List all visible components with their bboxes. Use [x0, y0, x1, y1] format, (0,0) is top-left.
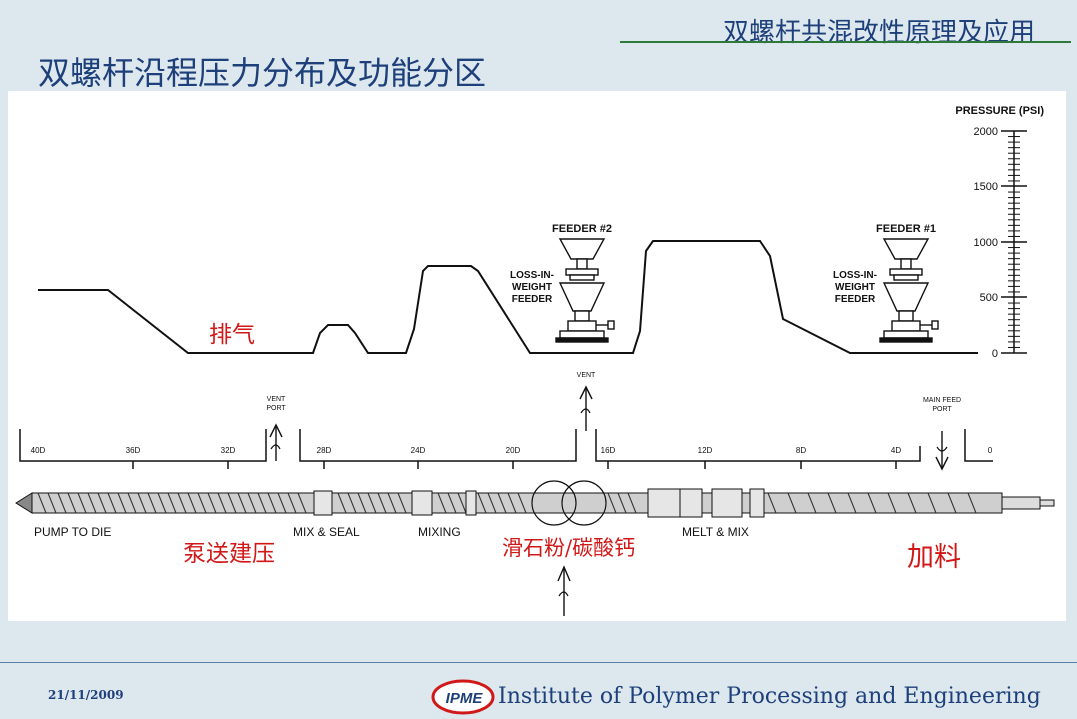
annotation-vent: 排气 [209, 322, 255, 348]
feeder-1: FEEDER #1 LOSS-IN- WEIGHT FEEDER [833, 223, 939, 343]
feeder-2-title: FEEDER #2 [552, 223, 612, 235]
scale-label-20d: 20D [506, 446, 521, 455]
feeder-1-illustration [879, 238, 939, 343]
scale-label-40d: 40D [31, 446, 46, 455]
pressure-tick-label-2000: 2000 [974, 126, 998, 138]
feeder-2: FEEDER #2 LOSS-IN- WEIGHT FEEDER [510, 223, 615, 343]
footer-divider [0, 662, 1077, 663]
pressure-tick-label-0: 0 [992, 348, 998, 360]
zone-melt-mix: MELT & MIX [682, 525, 749, 539]
screw-flights [37, 492, 977, 514]
annotation-pump-pressure: 泵送建压 [181, 534, 277, 568]
header-subtitle: 双螺杆共混改性原理及应用 [722, 18, 1035, 48]
vent-port-1-label-b: PORT [266, 405, 286, 412]
zone-pump-to-die: PUMP TO DIE [34, 525, 111, 539]
footer-date: 21/11/2009 [48, 688, 124, 702]
feeder-2-line2: WEIGHT [512, 282, 552, 293]
pressure-axis-minor-ticks [1008, 136, 1020, 348]
scale-label-4d: 4D [891, 446, 901, 455]
pressure-profile-curve [38, 240, 978, 354]
extruder-diagram: PRESSURE (PSI) 2000 1500 1000 500 0 FEED… [15, 105, 1055, 616]
feeder-1-line2: WEIGHT [835, 282, 875, 293]
scale-label-16d: 16D [601, 446, 616, 455]
main-feed-port-label-b: PORT [932, 406, 952, 413]
scale-label-8d: 8D [796, 446, 806, 455]
scale-label-0: 0 [988, 446, 993, 455]
filler-feed-arrow [557, 565, 571, 616]
feeder-2-illustration [555, 238, 615, 343]
twin-screw [15, 480, 1055, 526]
kneading-blocks [313, 488, 765, 518]
header-divider [620, 41, 1071, 43]
vent-port-1: VENT PORT [266, 396, 286, 461]
pressure-axis-label: PRESSURE (PSI) [955, 105, 1044, 117]
pressure-tick-label-1500: 1500 [974, 181, 998, 193]
feeder-1-line3: FEEDER [835, 294, 876, 305]
barrel-scale-labels: 40D 36D 32D 28D 24D 20D 16D 12D 8D 4D 0 [31, 446, 993, 455]
feeder-1-line1: LOSS-IN- [833, 270, 877, 281]
vent-port-1-label-a: VENT [267, 396, 286, 403]
vent-port-2: VENT [577, 372, 596, 431]
feeder-1-title: FEEDER #1 [876, 223, 936, 235]
feeder-2-line3: FEEDER [512, 294, 553, 305]
pressure-axis: PRESSURE (PSI) 2000 1500 1000 500 0 [955, 105, 1044, 360]
annotation-feed: 加料 [905, 535, 963, 574]
slide-title: 双螺杆沿程压力分布及功能分区 [38, 54, 487, 92]
zone-mix-seal: MIX & SEAL [293, 525, 360, 539]
scale-label-12d: 12D [698, 446, 713, 455]
pressure-tick-label-1000: 1000 [974, 237, 998, 249]
zone-mixing: MIXING [418, 525, 461, 539]
footer-institute: Institute of Polymer Processing and Engi… [498, 684, 1041, 709]
scale-label-32d: 32D [221, 446, 236, 455]
annotation-filler: 滑石粉/碳酸钙 [500, 532, 638, 562]
main-feed-port-label-a: MAIN FEED [923, 397, 961, 404]
scale-label-28d: 28D [317, 446, 332, 455]
pressure-tick-label-500: 500 [980, 292, 998, 304]
scale-label-24d: 24D [411, 446, 426, 455]
vent-port-2-label: VENT [577, 372, 596, 379]
scale-label-36d: 36D [126, 446, 141, 455]
feeder-2-line1: LOSS-IN- [510, 270, 554, 281]
zone-labels: PUMP TO DIE MIX & SEAL MIXING MELT & MIX [34, 525, 749, 539]
barrel-scale [19, 429, 993, 469]
ipme-logo: IPME [431, 677, 495, 715]
logo-text: IPME [446, 690, 484, 707]
main-feed-port: MAIN FEED PORT [923, 397, 961, 471]
